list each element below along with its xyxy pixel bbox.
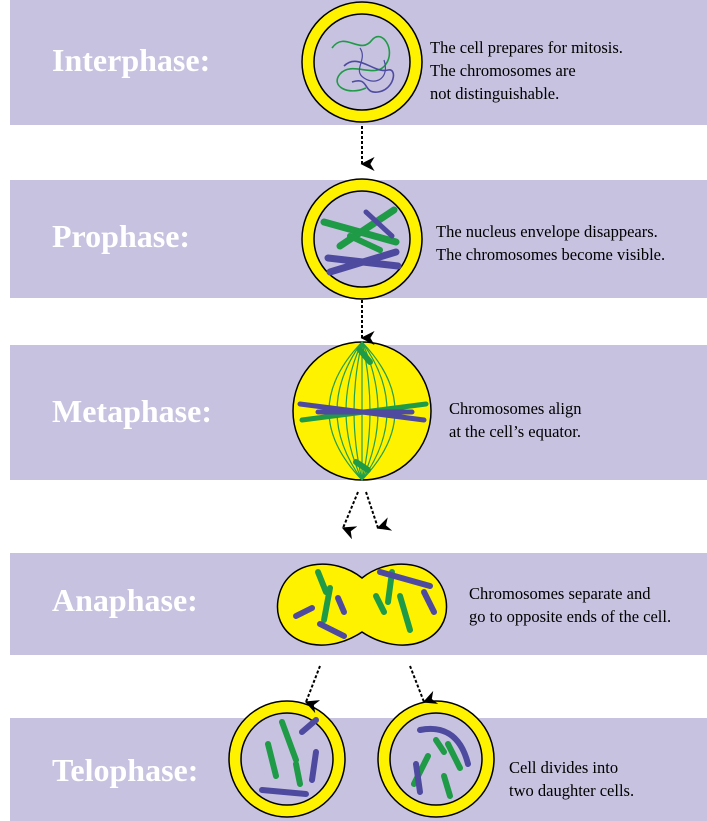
- telophase-daughter-cell-right: [378, 701, 494, 817]
- anaphase-cell: [277, 564, 446, 645]
- arrow-metaphase-to-anaphase-left: [343, 492, 358, 528]
- telophase-daughter-cell-left: [229, 701, 345, 817]
- interphase-cell: [302, 2, 422, 122]
- prophase-cell: [302, 179, 422, 299]
- arrow-anaphase-to-telophase-left: [306, 666, 320, 702]
- arrow-anaphase-to-telophase-right: [410, 666, 424, 702]
- arrow-metaphase-to-anaphase-right: [366, 492, 378, 528]
- metaphase-cell: [293, 342, 431, 480]
